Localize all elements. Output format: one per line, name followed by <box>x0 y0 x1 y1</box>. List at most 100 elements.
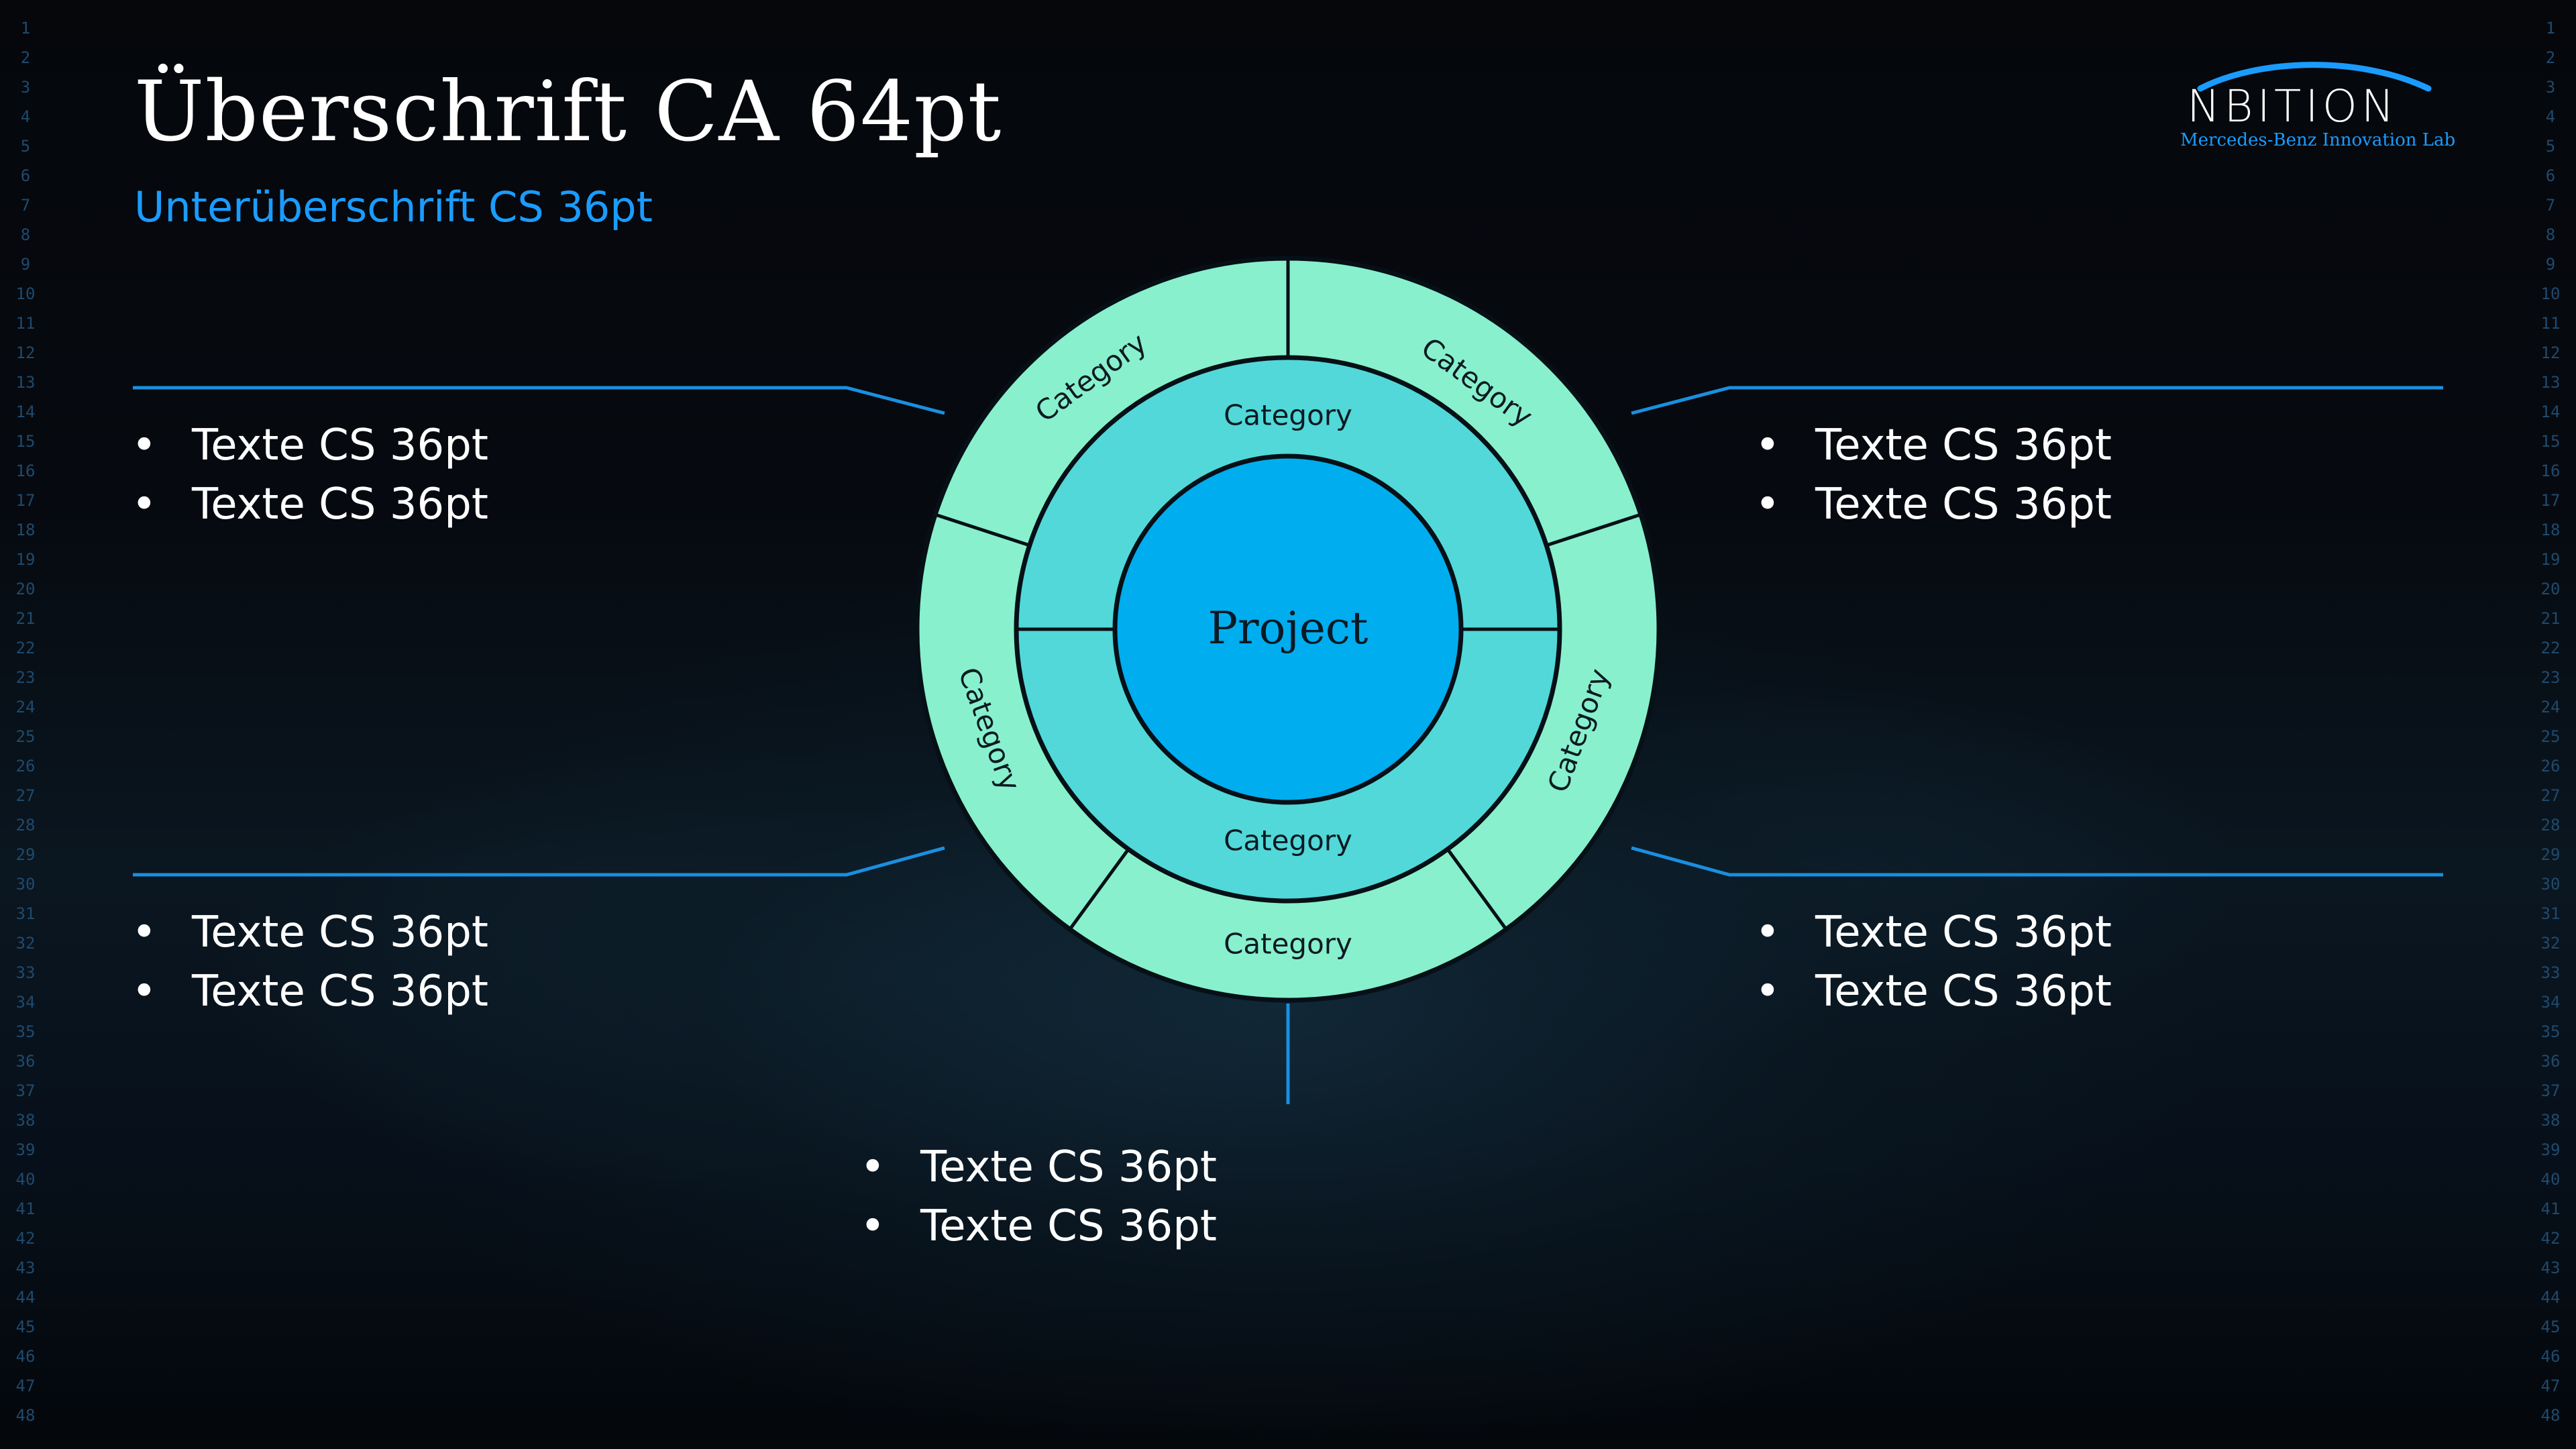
row-number: 39 <box>15 1140 36 1159</box>
bullet-item[interactable]: Texte CS 36pt <box>860 1138 1217 1197</box>
row-number: 24 <box>2540 698 2561 716</box>
row-number: 16 <box>2540 462 2561 480</box>
row-number: 28 <box>2540 816 2561 835</box>
row-number: 43 <box>2540 1258 2561 1277</box>
row-number: 5 <box>20 137 31 156</box>
bullet-item[interactable]: Texte CS 36pt <box>131 475 488 534</box>
row-number: 37 <box>2540 1081 2561 1100</box>
row-number: 35 <box>15 1022 36 1041</box>
row-number: 2 <box>2545 48 2556 67</box>
text-block-top-left: Texte CS 36pt Texte CS 36pt <box>131 416 488 534</box>
connector-bottom-left <box>133 846 945 877</box>
bullet-item[interactable]: Texte CS 36pt <box>1755 903 2112 962</box>
connector-bottom-right <box>1631 846 2443 877</box>
center-label: Project <box>1208 602 1368 654</box>
row-number: 10 <box>15 284 36 303</box>
row-number: 9 <box>2545 255 2556 274</box>
row-number: 26 <box>15 757 36 775</box>
row-number: 38 <box>15 1111 36 1130</box>
row-number: 31 <box>15 904 36 923</box>
row-number: 27 <box>2540 786 2561 805</box>
logo-wordmark: NBITION <box>2187 80 2399 132</box>
row-number: 27 <box>15 786 36 805</box>
row-number: 3 <box>2545 78 2556 97</box>
row-number: 34 <box>15 993 36 1012</box>
row-number: 11 <box>2540 314 2561 333</box>
row-number: 38 <box>2540 1111 2561 1130</box>
row-number: 39 <box>2540 1140 2561 1159</box>
row-number: 42 <box>15 1229 36 1248</box>
outer-ring-label-bottom: Category <box>1224 928 1352 961</box>
row-number: 40 <box>2540 1170 2561 1189</box>
bullet-item[interactable]: Texte CS 36pt <box>1755 475 2112 534</box>
slide-title[interactable]: Überschrift CA 64pt <box>134 64 1002 160</box>
row-number: 7 <box>20 196 31 215</box>
row-number: 47 <box>2540 1377 2561 1395</box>
row-number: 46 <box>2540 1347 2561 1366</box>
row-number: 31 <box>2540 904 2561 923</box>
text-block-bottom-left: Texte CS 36pt Texte CS 36pt <box>131 903 488 1021</box>
row-number: 19 <box>2540 550 2561 569</box>
row-number: 44 <box>15 1288 36 1307</box>
row-number: 13 <box>15 373 36 392</box>
row-number: 32 <box>15 934 36 953</box>
row-number: 4 <box>20 107 31 126</box>
row-number: 36 <box>15 1052 36 1071</box>
row-number: 22 <box>2540 639 2561 657</box>
inner-ring-label-top: Category <box>1224 399 1352 432</box>
row-number: 17 <box>2540 491 2561 510</box>
bullet-item[interactable]: Texte CS 36pt <box>131 416 488 475</box>
row-number: 6 <box>2545 166 2556 185</box>
text-block-top-right: Texte CS 36pt Texte CS 36pt <box>1755 416 2112 534</box>
bullet-item[interactable]: Texte CS 36pt <box>131 962 488 1021</box>
row-number: 25 <box>2540 727 2561 746</box>
row-number: 5 <box>2545 137 2556 156</box>
row-number: 16 <box>15 462 36 480</box>
connector-top-left <box>133 386 945 415</box>
text-block-bottom-right: Texte CS 36pt Texte CS 36pt <box>1755 903 2112 1021</box>
row-number: 2 <box>20 48 31 67</box>
row-number: 9 <box>20 255 31 274</box>
row-number: 23 <box>2540 668 2561 687</box>
row-number: 17 <box>15 491 36 510</box>
row-number: 30 <box>15 875 36 894</box>
row-number: 8 <box>2545 225 2556 244</box>
row-number: 33 <box>2540 963 2561 982</box>
logo-tagline: Mercedes-Benz Innovation Lab <box>2180 130 2456 150</box>
row-number: 28 <box>15 816 36 835</box>
row-number: 15 <box>15 432 36 451</box>
bullet-item[interactable]: Texte CS 36pt <box>131 903 488 962</box>
outer-ring-dividers <box>934 258 1642 930</box>
row-number: 18 <box>15 521 36 539</box>
row-number: 43 <box>15 1258 36 1277</box>
row-number: 48 <box>2540 1406 2561 1425</box>
bullet-item[interactable]: Texte CS 36pt <box>1755 416 2112 475</box>
row-number: 42 <box>2540 1229 2561 1248</box>
text-block-bottom-center: Texte CS 36pt Texte CS 36pt <box>860 1138 1217 1256</box>
row-number: 41 <box>15 1199 36 1218</box>
row-number: 23 <box>15 668 36 687</box>
bullet-item[interactable]: Texte CS 36pt <box>1755 962 2112 1021</box>
row-number: 47 <box>15 1377 36 1395</box>
row-number: 20 <box>15 580 36 598</box>
row-number: 37 <box>15 1081 36 1100</box>
row-number: 48 <box>15 1406 36 1425</box>
row-number: 45 <box>2540 1318 2561 1336</box>
row-number: 12 <box>15 343 36 362</box>
row-number: 46 <box>15 1347 36 1366</box>
bullet-item[interactable]: Texte CS 36pt <box>860 1197 1217 1256</box>
slide-subtitle[interactable]: Unterüberschrift CS 36pt <box>134 182 653 231</box>
row-number: 33 <box>15 963 36 982</box>
row-number: 12 <box>2540 343 2561 362</box>
row-number: 45 <box>15 1318 36 1336</box>
connector-lines <box>133 386 2443 1104</box>
row-number: 36 <box>2540 1052 2561 1071</box>
row-number: 1 <box>20 19 31 38</box>
row-number: 7 <box>2545 196 2556 215</box>
row-number: 11 <box>15 314 36 333</box>
row-number: 25 <box>15 727 36 746</box>
row-number: 35 <box>2540 1022 2561 1041</box>
